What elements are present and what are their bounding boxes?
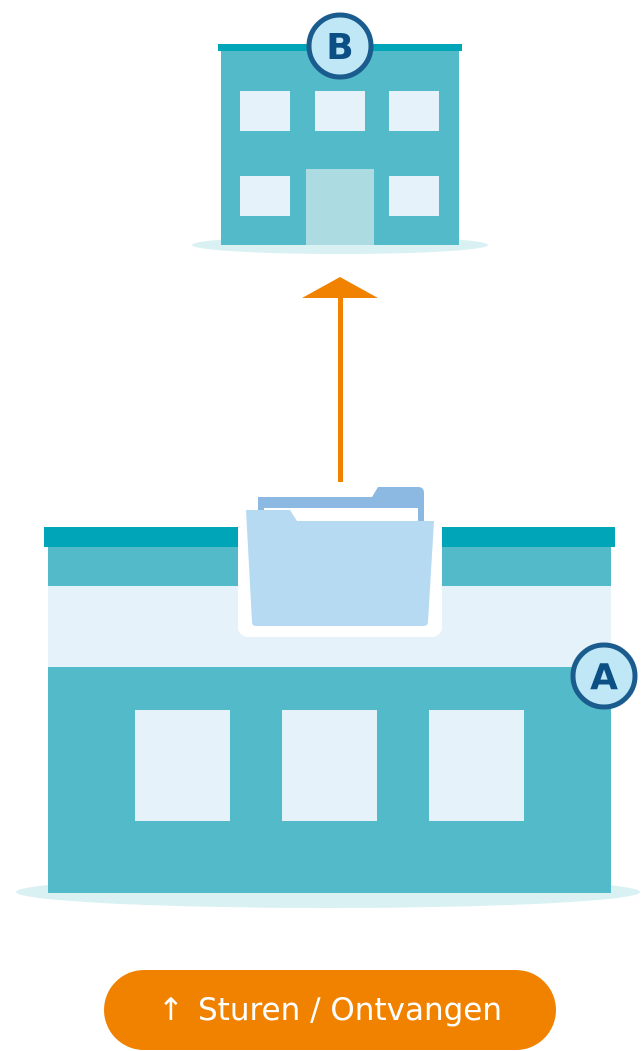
transfer-arrow xyxy=(302,277,378,482)
building-b-window xyxy=(315,91,365,131)
building-a-window xyxy=(282,710,377,821)
building-b-badge: B xyxy=(309,15,371,77)
send-receive-button[interactable]: ↑ Sturen / Ontvangen xyxy=(104,970,556,1050)
arrow-up-icon: ↑ xyxy=(158,992,184,1028)
folder-front xyxy=(246,510,434,626)
building-b-badge-label: B xyxy=(326,27,353,68)
building-b-window xyxy=(240,91,290,131)
building-a-window xyxy=(429,710,524,821)
building-b-window xyxy=(389,91,439,131)
building-b: B xyxy=(192,15,488,254)
building-b-door xyxy=(306,169,374,245)
send-receive-button-label: Sturen / Ontvangen xyxy=(198,992,502,1028)
building-a-window xyxy=(135,710,230,821)
transfer-arrow-head xyxy=(302,277,378,298)
building-a-badge: A xyxy=(573,645,635,707)
folder-icon xyxy=(238,487,442,637)
building-a-badge-label: A xyxy=(590,657,618,698)
building-b-window xyxy=(240,176,290,216)
building-b-window xyxy=(389,176,439,216)
transfer-arrow-shaft xyxy=(338,294,343,482)
